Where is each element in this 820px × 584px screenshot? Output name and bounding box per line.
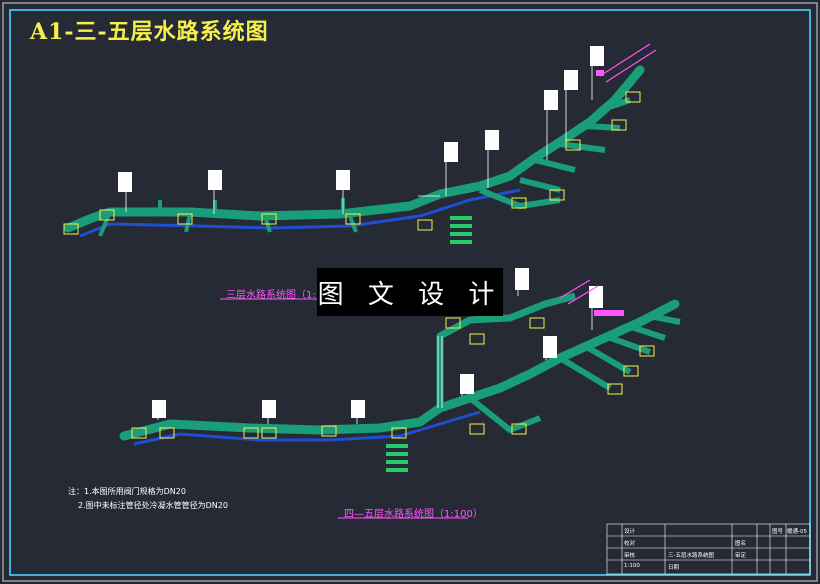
tb-date-label: 日期 (668, 565, 680, 571)
tb-sheet-no: 暖通-05 (787, 529, 807, 535)
tb-drawing-label: 图名 (735, 541, 747, 547)
watermark-overlay: 图 文 设 计 (317, 268, 503, 316)
upper-diagram-caption: 三层水路系统图（1:100） (226, 290, 345, 301)
title-block-grid (606, 523, 811, 575)
tb-check-label: 审核 (624, 553, 636, 559)
note-line-2: 2.图中未标注管径处冷凝水管管径为DN20 (78, 501, 228, 510)
inner-border (9, 9, 811, 576)
lower-diagram-caption: 四—五层水路系统图（1:100） (344, 509, 483, 520)
lower-pipe-system (119, 268, 681, 472)
note-line-1: 注：1.本图所用阀门规格为DN20 (68, 487, 186, 496)
drawing-title: A1-三-五层水路系统图 (30, 19, 269, 45)
tb-sheet-no-label: 图号 (772, 529, 784, 535)
tb-proofread-label: 校对 (624, 541, 636, 547)
tb-design-label: 设计 (624, 529, 636, 535)
title-block: 设计 校对 审核 1:100 三-五层水路系统图 日期 图名 审定 图号 暖通-… (607, 524, 810, 574)
tb-review-label: 审定 (735, 553, 747, 559)
tb-project: 三-五层水路系统图 (668, 553, 714, 559)
upper-pipe-system (63, 43, 657, 244)
tb-scale: 1:100 (624, 563, 640, 569)
